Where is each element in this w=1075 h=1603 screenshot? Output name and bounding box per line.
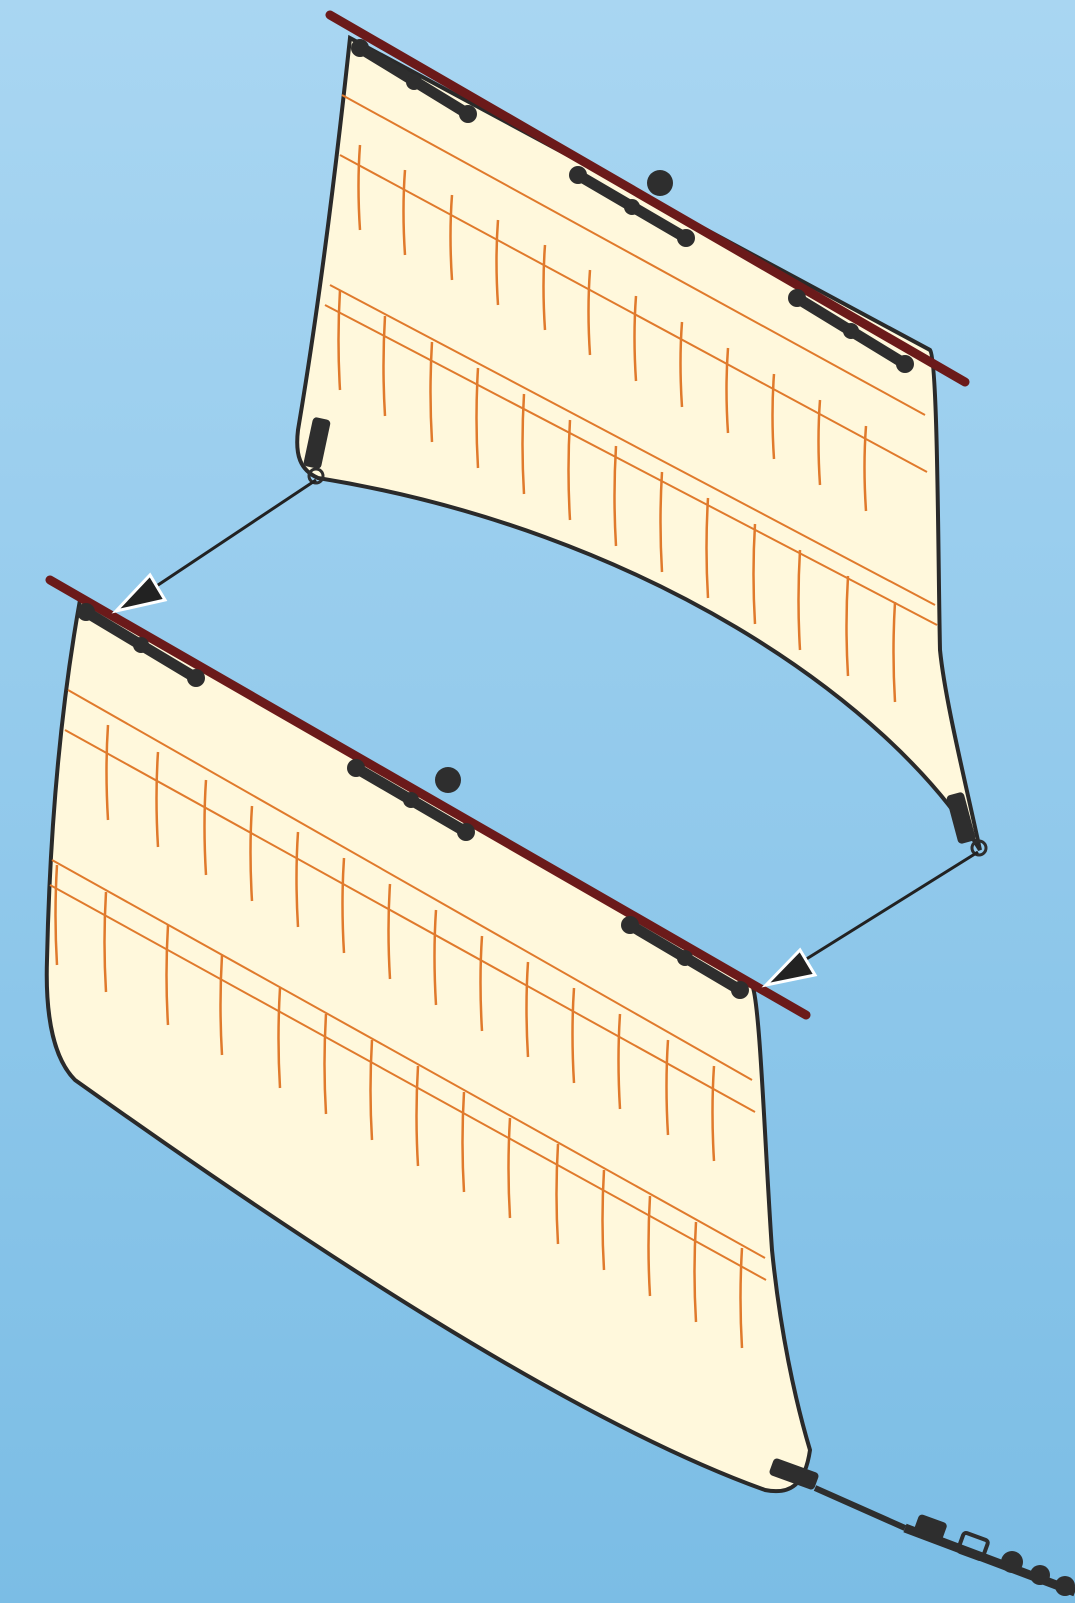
sail-diagram: [0, 0, 1075, 1603]
